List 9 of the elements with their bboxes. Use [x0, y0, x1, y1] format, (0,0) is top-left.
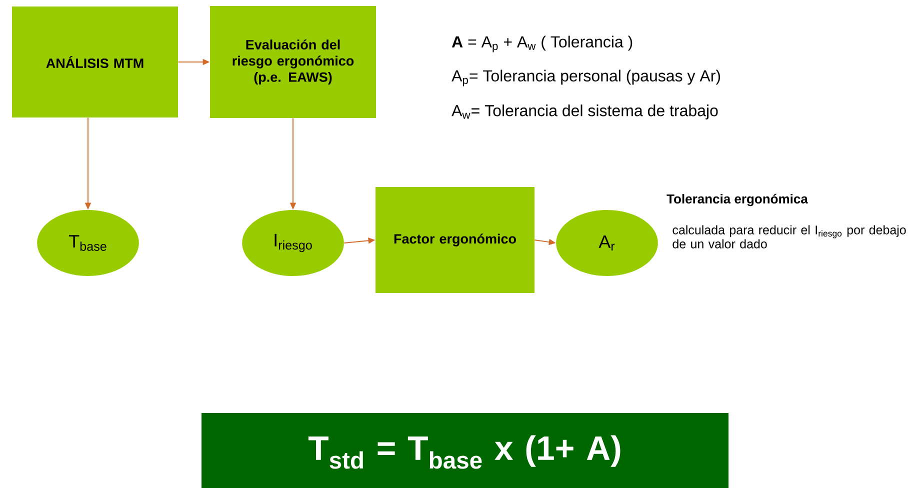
process-box: Evaluación del riesgo ergonómico (p.e. EAWS): [210, 6, 376, 118]
formula-line: A$_{p}$= Tolerancia personal (pausas y Ar): [452, 70, 720, 86]
formula-line: A$_{w}$= Tolerancia del sistema de trabajo: [452, 104, 718, 120]
process-box: ANÁLISIS MTM: [12, 6, 178, 118]
note-heading: Tolerancia ergonómica: [666, 194, 808, 206]
note-text: calculada para reducir el I$_{riesgo}$ por debajo de un valor dado: [672, 225, 906, 248]
formula-banner: T$_{std}$ = T$_{base}$ x (1+ A): [202, 413, 728, 488]
process-box: Factor ergonómico: [376, 187, 534, 293]
formula-line: A = A$_{p}$ + A$_{w}$ ( Tolerancia ): [452, 36, 632, 52]
